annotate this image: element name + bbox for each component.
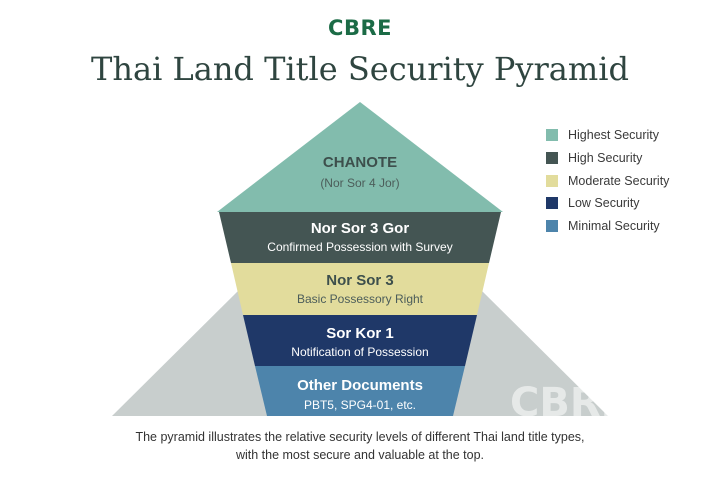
- legend-item-low: Low Security: [546, 192, 669, 215]
- tier-nor-sor-3-gor-shape[interactable]: [219, 212, 501, 263]
- caption: The pyramid illustrates the relative sec…: [0, 428, 720, 464]
- cbre-logo: CBRE: [328, 16, 392, 40]
- caption-line-1: The pyramid illustrates the relative sec…: [135, 430, 585, 444]
- legend-item-moderate: Moderate Security: [546, 169, 669, 192]
- legend-label: High Security: [568, 151, 643, 166]
- legend-label: Low Security: [568, 196, 640, 211]
- legend-swatch: [546, 174, 558, 187]
- page-title: Thai Land Title Security Pyramid: [91, 50, 629, 88]
- tier-nor-sor-3-name: Nor Sor 3: [326, 272, 394, 289]
- tier-chanote-shape[interactable]: [217, 102, 503, 212]
- tier-nor-sor-3-shape[interactable]: [231, 263, 489, 315]
- legend-swatch: [546, 220, 558, 233]
- legend-swatch: [546, 197, 558, 210]
- tier-sor-kor-1-name: Sor Kor 1: [326, 325, 394, 342]
- legend-label: Minimal Security: [568, 219, 660, 234]
- tier-nor-sor-3-gor-name: Nor Sor 3 Gor: [311, 220, 410, 237]
- tier-nor-sor-3-gor-subtitle: Confirmed Possession with Survey: [267, 240, 452, 254]
- tier-chanote-name: CHANOTE: [323, 154, 397, 171]
- tier-sor-kor-1-subtitle: Notification of Possession: [291, 345, 428, 359]
- legend-item-minimal: Minimal Security: [546, 215, 669, 238]
- tier-other-documents-shape[interactable]: [255, 366, 465, 416]
- legend-swatch: [546, 152, 558, 165]
- tier-nor-sor-3-subtitle: Basic Possessory Right: [297, 292, 424, 306]
- legend-swatch: [546, 129, 558, 142]
- legend-label: Highest Security: [568, 128, 660, 143]
- tier-chanote-subtitle: (Nor Sor 4 Jor): [320, 176, 399, 190]
- legend-label: Moderate Security: [568, 173, 670, 188]
- legend-item-high: High Security: [546, 147, 669, 170]
- watermark-text: CBRE: [510, 380, 628, 426]
- tier-other-documents-name: Other Documents: [297, 377, 423, 394]
- tier-other-documents-subtitle: PBT5, SPG4-01, etc.: [304, 398, 416, 412]
- legend-item-highest: Highest Security: [546, 124, 669, 147]
- tier-sor-kor-1-shape[interactable]: [243, 315, 477, 366]
- legend: Highest Security High Security Moderate …: [546, 124, 669, 237]
- caption-line-2: with the most secure and valuable at the…: [235, 448, 485, 462]
